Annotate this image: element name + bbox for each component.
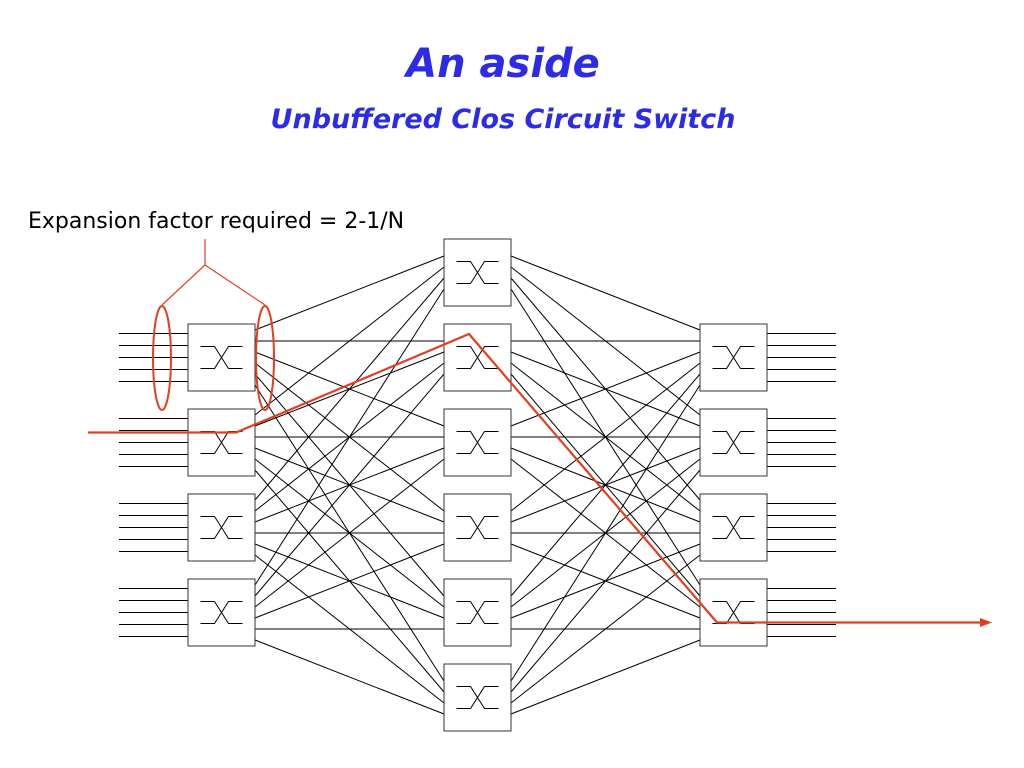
crossbar-icon-path bbox=[456, 346, 499, 369]
crossbar-icon-path bbox=[712, 346, 755, 369]
middle-switch-2-frame bbox=[443, 323, 512, 392]
link-ingress-4-middle-1 bbox=[254, 288, 445, 586]
link-middle-1-egress-1 bbox=[510, 255, 701, 331]
crossbar-icon bbox=[456, 601, 499, 624]
connection-path bbox=[88, 332, 983, 624]
crossbar-icon bbox=[200, 346, 243, 369]
crossbar-icon-path bbox=[456, 431, 499, 454]
crossbar-icon-path bbox=[712, 431, 755, 454]
egress-switch-1 bbox=[699, 323, 768, 392]
crossbar-icon bbox=[200, 516, 243, 539]
middle-switch-3-frame bbox=[443, 408, 512, 477]
middle-switch-4 bbox=[443, 493, 512, 562]
link-ingress-2-middle-1 bbox=[254, 266, 445, 416]
crossbar-icon-path bbox=[456, 686, 499, 709]
ingress-switch-1 bbox=[187, 323, 256, 392]
middle-switch-3 bbox=[443, 408, 512, 477]
link-middle-6-egress-4 bbox=[510, 639, 701, 715]
middle-switch-5 bbox=[443, 578, 512, 647]
input-group-ellipse bbox=[152, 305, 172, 411]
crossbar-icon bbox=[456, 431, 499, 454]
link-middle-6-egress-3 bbox=[510, 554, 701, 704]
expansion-factor-note: Expansion factor required = 2-1/N bbox=[28, 209, 405, 234]
middle-switch-1 bbox=[443, 238, 512, 307]
egress-switch-2 bbox=[699, 408, 768, 477]
link-middle-6-egress-2 bbox=[510, 469, 701, 693]
ingress-switch-4 bbox=[187, 578, 256, 647]
arrow-head-icon bbox=[980, 618, 992, 627]
crossbar-icon-path bbox=[200, 346, 243, 369]
crossbar-icon-path bbox=[456, 601, 499, 624]
switch-modules bbox=[187, 238, 768, 732]
slide-title: An aside bbox=[406, 41, 600, 87]
crossbar-icon bbox=[712, 516, 755, 539]
crossbar-icon-path bbox=[200, 516, 243, 539]
crossbar-icon-path bbox=[712, 516, 755, 539]
link-ingress-4-middle-4 bbox=[254, 543, 445, 619]
link-middle-4-egress-1 bbox=[510, 362, 701, 512]
middle-switch-6 bbox=[443, 663, 512, 732]
interconnect-links bbox=[254, 255, 701, 715]
crossbar-icon bbox=[456, 516, 499, 539]
crossbar-icon-path bbox=[456, 516, 499, 539]
link-ingress-4-middle-2 bbox=[254, 373, 445, 597]
ingress-switch-2 bbox=[187, 408, 256, 477]
link-middle-6-egress-1 bbox=[510, 384, 701, 682]
link-ingress-1-middle-1 bbox=[254, 255, 445, 331]
highlighted-route bbox=[88, 332, 992, 627]
egress-switch-4 bbox=[699, 578, 768, 647]
middle-switch-2 bbox=[443, 323, 512, 392]
expansion-bracket bbox=[161, 239, 266, 306]
link-ingress-4-middle-6 bbox=[254, 639, 445, 715]
crossbar-icon-path bbox=[456, 261, 499, 284]
link-middle-3-egress-1 bbox=[510, 351, 701, 427]
slide-subtitle: Unbuffered Clos Circuit Switch bbox=[270, 104, 736, 135]
crossbar-icon-path bbox=[200, 601, 243, 624]
crossbar-icon bbox=[200, 601, 243, 624]
crossbar-icon bbox=[712, 431, 755, 454]
link-ingress-4-middle-3 bbox=[254, 458, 445, 608]
egress-switch-3 bbox=[699, 493, 768, 562]
crossbar-icon bbox=[712, 346, 755, 369]
link-ingress-3-middle-1 bbox=[254, 277, 445, 501]
link-middle-5-egress-1 bbox=[510, 373, 701, 597]
crossbar-icon bbox=[456, 261, 499, 284]
expansion-annotation bbox=[152, 239, 275, 411]
crossbar-icon bbox=[456, 346, 499, 369]
output-group-ellipse bbox=[255, 305, 275, 411]
ingress-switch-3 bbox=[187, 493, 256, 562]
crossbar-icon bbox=[456, 686, 499, 709]
